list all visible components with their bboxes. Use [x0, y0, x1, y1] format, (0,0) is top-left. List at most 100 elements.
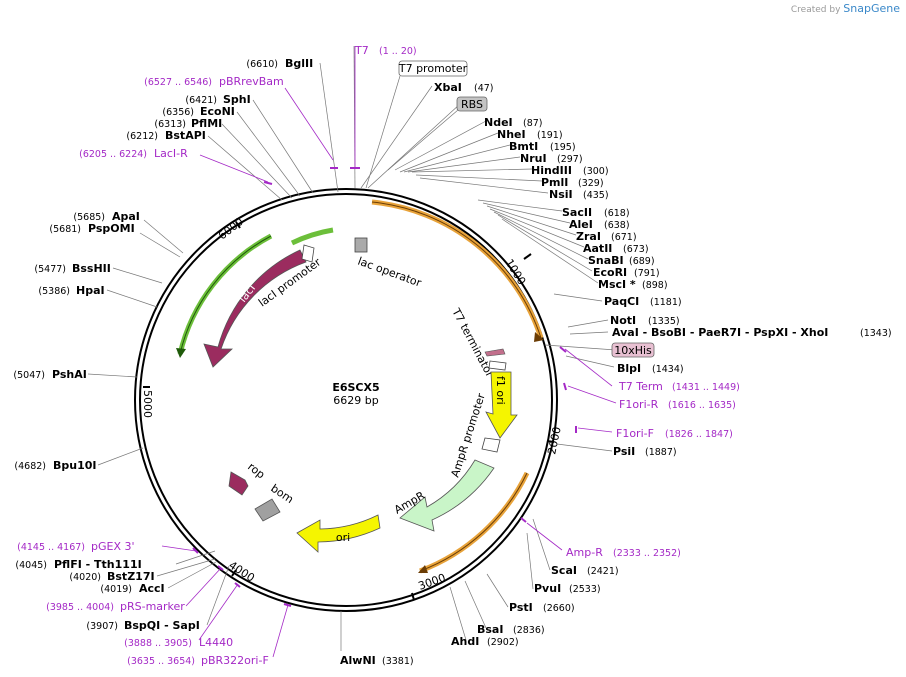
- site-name-alwni: AlwNI: [340, 654, 376, 667]
- site-pos-pvui: (2533): [569, 584, 601, 595]
- site-pos-snabi: (689): [629, 256, 655, 267]
- site-pos-alei: (638): [604, 220, 630, 231]
- ampr-feature: [399, 459, 495, 532]
- ruler-tick-4000: [231, 569, 237, 577]
- primer-name-prs-marker: pRS-marker: [120, 600, 185, 613]
- site-pos-noti: (1335): [648, 316, 680, 327]
- ori-label: ori: [336, 531, 350, 544]
- site-name-ndei: NdeI: [484, 116, 513, 129]
- site-name-ahdi: AhdI: [451, 635, 479, 648]
- site-pos-nrui: (297): [557, 154, 583, 165]
- rbs-box: [456, 96, 488, 112]
- site-name-zrai: ZraI: [576, 230, 601, 243]
- site-name-pmli: PmlI: [541, 176, 568, 189]
- ruler-tick-1000: [523, 253, 532, 260]
- ampr-promoter-arrow: [481, 437, 501, 453]
- site-pos-bstz17i: (4020): [69, 572, 101, 583]
- primer-name-t7: T7: [354, 44, 369, 57]
- primer-name-amp-r: Amp-R: [566, 546, 603, 559]
- site-name-bmti: BmtI: [509, 140, 538, 153]
- site-name-blpi: BlpI: [617, 362, 641, 375]
- site-pos-avai: (1343): [860, 328, 892, 339]
- site-name-bglii: BglII: [285, 57, 313, 70]
- primer-range-pbr322ori-f: (3635 .. 3654): [127, 656, 195, 667]
- orange-feature-arc-2-core: [419, 472, 528, 572]
- site-pos-pflmi: (6313): [154, 119, 186, 130]
- primer-labels: T7 (1 .. 20) (6527 .. 6546) pBRrevBam (6…: [17, 44, 740, 667]
- site-pos-bsai: (2836): [513, 625, 545, 636]
- lac-operator-box: [354, 237, 368, 253]
- site-pos-alwni: (3381): [382, 656, 414, 667]
- site-pos-scai: (2421): [587, 566, 619, 577]
- site-name-pflmi: PflMI: [191, 117, 222, 130]
- his-tag-box: [611, 342, 655, 358]
- primer-name-f1ori-r: F1ori-R: [619, 398, 659, 411]
- site-name-paqci: PaqCI: [604, 295, 639, 308]
- site-pos-blpi: (1434): [652, 364, 684, 375]
- site-pos-bpu10i: (4682): [14, 461, 46, 472]
- orange-arc-arrowhead: [534, 332, 544, 342]
- site-name-msci: MscI *: [598, 278, 636, 291]
- ruler-label-5000: 5000: [141, 390, 154, 418]
- site-name-pvui: PvuI: [534, 582, 561, 595]
- left-leader-lines: [87, 62, 339, 626]
- primer-name-t7-term: T7 Term: [618, 380, 663, 393]
- primer-range-amp-r: (2333 .. 2352): [613, 548, 681, 559]
- site-pos-psti: (2660): [543, 603, 575, 614]
- site-pos-nsii: (435): [583, 190, 609, 201]
- primer-range-pbrrevbam: (6527 .. 6546): [144, 77, 212, 88]
- site-pos-bspqi: (3907): [86, 621, 118, 632]
- t7-promoter-leader: [365, 75, 401, 189]
- primer-marks: [192, 167, 577, 607]
- site-pos-aatii: (673): [623, 244, 649, 255]
- site-pos-pshai: (5047): [13, 370, 45, 381]
- site-pos-ndei: (87): [523, 118, 543, 129]
- orange-arc-2-arrowhead: [418, 565, 428, 573]
- primer-name-pbrrevbam: pBRrevBam: [219, 75, 284, 88]
- site-name-psii: PsiI: [613, 445, 635, 458]
- primer-range-t7-term: (1431 .. 1449): [672, 382, 740, 393]
- ori-feature: [296, 514, 381, 553]
- site-name-pspomi: PspOMI: [88, 222, 135, 235]
- primer-leader-lines: [161, 46, 617, 658]
- site-name-hpai: HpaI: [76, 284, 105, 297]
- site-pos-pmli: (329): [578, 178, 604, 189]
- ruler-label-3000: 3000: [417, 571, 448, 593]
- f1-ori-small-marker: [488, 360, 507, 371]
- snapgene-credit: Created by SnapGene: [790, 2, 900, 15]
- his-tag-label: 10xHis: [614, 344, 652, 357]
- site-name-bsai: BsaI: [477, 623, 503, 636]
- primer-name-pgex3: pGEX 3': [91, 540, 135, 553]
- site-name-pshai: PshAI: [52, 368, 87, 381]
- t7-promoter-label: T7 promoter: [398, 62, 468, 75]
- site-name-scai: ScaI: [551, 564, 577, 577]
- ruler-tick-6000: [235, 221, 241, 229]
- backbone-inner-ring: [139, 193, 553, 607]
- t7-terminator-box: [484, 348, 506, 357]
- green-feature-arc-2: [290, 227, 334, 246]
- site-pos-hpai: (5386): [38, 286, 70, 297]
- site-name-bstz17i: BstZ17I: [107, 570, 155, 583]
- site-name-econi: EcoNI: [200, 105, 235, 118]
- rbs-label: RBS: [461, 98, 483, 111]
- primer-range-f1ori-f: (1826 .. 1847): [665, 429, 733, 440]
- site-pos-psii: (1887): [645, 447, 677, 458]
- site-name-pflfi: PflFI - Tth111I: [54, 558, 142, 571]
- site-name-xbai: XbaI: [434, 81, 462, 94]
- primer-name-l4440: L4440: [199, 636, 233, 649]
- rop-feature: [228, 471, 249, 496]
- site-pos-bstapi: (6212): [126, 131, 158, 142]
- site-name-nsii: NsiI: [549, 188, 573, 201]
- site-name-avai: AvaI - BsoBI - PaeR7I - PspXI - XhoI: [612, 326, 828, 339]
- site-name-ecori: EcoRI: [593, 266, 627, 279]
- f1-ori-feature: [485, 371, 518, 439]
- site-pos-ahdi: (2902): [487, 637, 519, 648]
- site-name-nrui: NruI: [520, 152, 547, 165]
- right-leader-lines: [340, 45, 617, 651]
- site-name-sacii: SacII: [562, 206, 592, 219]
- primer-name-laci-r: LacI-R: [154, 147, 188, 160]
- site-name-hindiii: HindIII: [531, 164, 572, 177]
- right-enzyme-labels: XbaI (47) NdeI (87) NheI (191) BmtI (195…: [340, 81, 892, 667]
